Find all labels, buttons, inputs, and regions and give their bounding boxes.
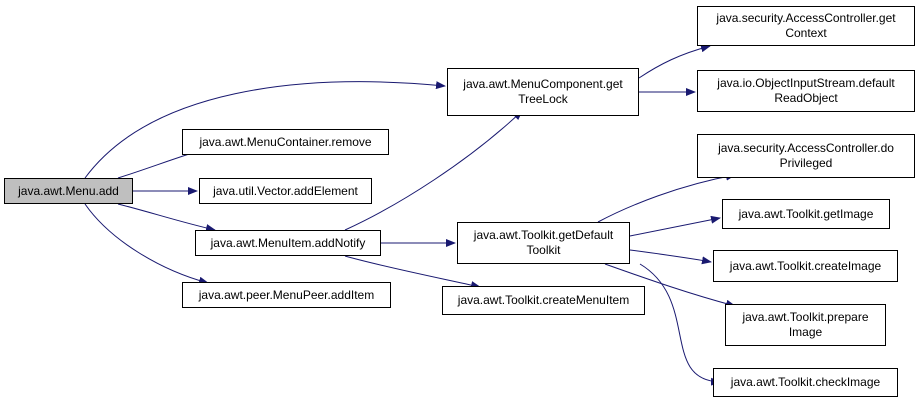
edge-tk_getdefault-to-tk_checkimage xyxy=(639,263,721,386)
edge-menu_add-to-menuitem_notify xyxy=(117,203,216,232)
node-accesscontroller-doprivileged[interactable]: java.security.AccessController.do Privil… xyxy=(697,134,915,178)
node-vector-addelement[interactable]: java.util.Vector.addElement xyxy=(199,178,372,204)
node-menucomponent-gettreelock[interactable]: java.awt.MenuComponent.get TreeLock xyxy=(447,68,639,116)
node-label: java.awt.MenuItem.addNotify xyxy=(210,235,366,250)
node-toolkit-getdefaulttoolkit[interactable]: java.awt.Toolkit.getDefault Toolkit xyxy=(457,222,630,264)
node-label: java.security.AccessController.do xyxy=(718,141,894,155)
node-label: java.awt.MenuComponent.get xyxy=(463,77,623,91)
edge-menuitem_notify-to-tk_createmenu xyxy=(344,255,481,289)
node-label: java.awt.Toolkit.prepare xyxy=(742,310,869,324)
node-menu-add: java.awt.Menu.add xyxy=(4,178,133,204)
edge-tk_getdefault-to-tk_getimage xyxy=(629,215,721,237)
edge-menuitem_notify-to-menucomp_gettree xyxy=(344,110,523,231)
edge-menu_add-to-menucomp_gettree xyxy=(84,81,446,179)
node-toolkit-createimage[interactable]: java.awt.Toolkit.createImage xyxy=(713,250,898,282)
node-objectinputstream-defaultreadobject[interactable]: java.io.ObjectInputStream.default ReadOb… xyxy=(697,70,915,112)
node-toolkit-prepareimage[interactable]: java.awt.Toolkit.prepare Image xyxy=(725,304,886,346)
edge-menu_add-to-menupeer_additem xyxy=(84,203,209,285)
node-label: Privileged xyxy=(779,156,833,170)
node-label: java.awt.Toolkit.createImage xyxy=(729,258,882,273)
node-toolkit-createmenuitem[interactable]: java.awt.Toolkit.createMenuItem xyxy=(442,286,645,315)
node-menupeer-additem[interactable]: java.awt.peer.MenuPeer.addItem xyxy=(182,282,391,308)
node-label: java.awt.Toolkit.getDefault xyxy=(473,228,614,242)
node-toolkit-getimage[interactable]: java.awt.Toolkit.getImage xyxy=(722,199,890,229)
node-label: java.util.Vector.addElement xyxy=(213,183,358,198)
node-label: Context xyxy=(785,26,827,40)
node-label: java.security.AccessController.get xyxy=(716,11,896,25)
node-label: java.awt.Toolkit.createMenuItem xyxy=(457,293,630,307)
node-label: java.awt.Toolkit.getImage xyxy=(738,206,874,221)
node-toolkit-checkimage[interactable]: java.awt.Toolkit.checkImage xyxy=(713,368,898,397)
node-label: java.awt.Toolkit.checkImage xyxy=(730,375,881,389)
edge-tk_getdefault-to-tk_createimage xyxy=(629,249,712,265)
node-label: java.awt.peer.MenuPeer.addItem xyxy=(198,287,375,302)
node-label: TreeLock xyxy=(518,92,568,106)
edge-tk_getdefault-to-ac_doprivileged xyxy=(597,172,736,223)
node-menucontainer-remove[interactable]: java.awt.MenuContainer.remove xyxy=(182,129,389,155)
edge-menucomp_gettree-to-ac_getcontext xyxy=(638,44,711,79)
node-label: Image xyxy=(788,325,823,339)
node-label: java.awt.Menu.add xyxy=(18,183,119,198)
node-label: Toolkit xyxy=(526,243,561,257)
node-label: ReadObject xyxy=(774,91,838,105)
node-label: java.io.ObjectInputStream.default xyxy=(717,76,895,90)
node-label: java.awt.MenuContainer.remove xyxy=(199,134,372,149)
edge-tk_getdefault-to-tk_prepare xyxy=(604,263,736,308)
node-accesscontroller-getcontext[interactable]: java.security.AccessController.get Conte… xyxy=(697,6,915,46)
node-menuitem-addnotify[interactable]: java.awt.MenuItem.addNotify xyxy=(195,230,381,256)
